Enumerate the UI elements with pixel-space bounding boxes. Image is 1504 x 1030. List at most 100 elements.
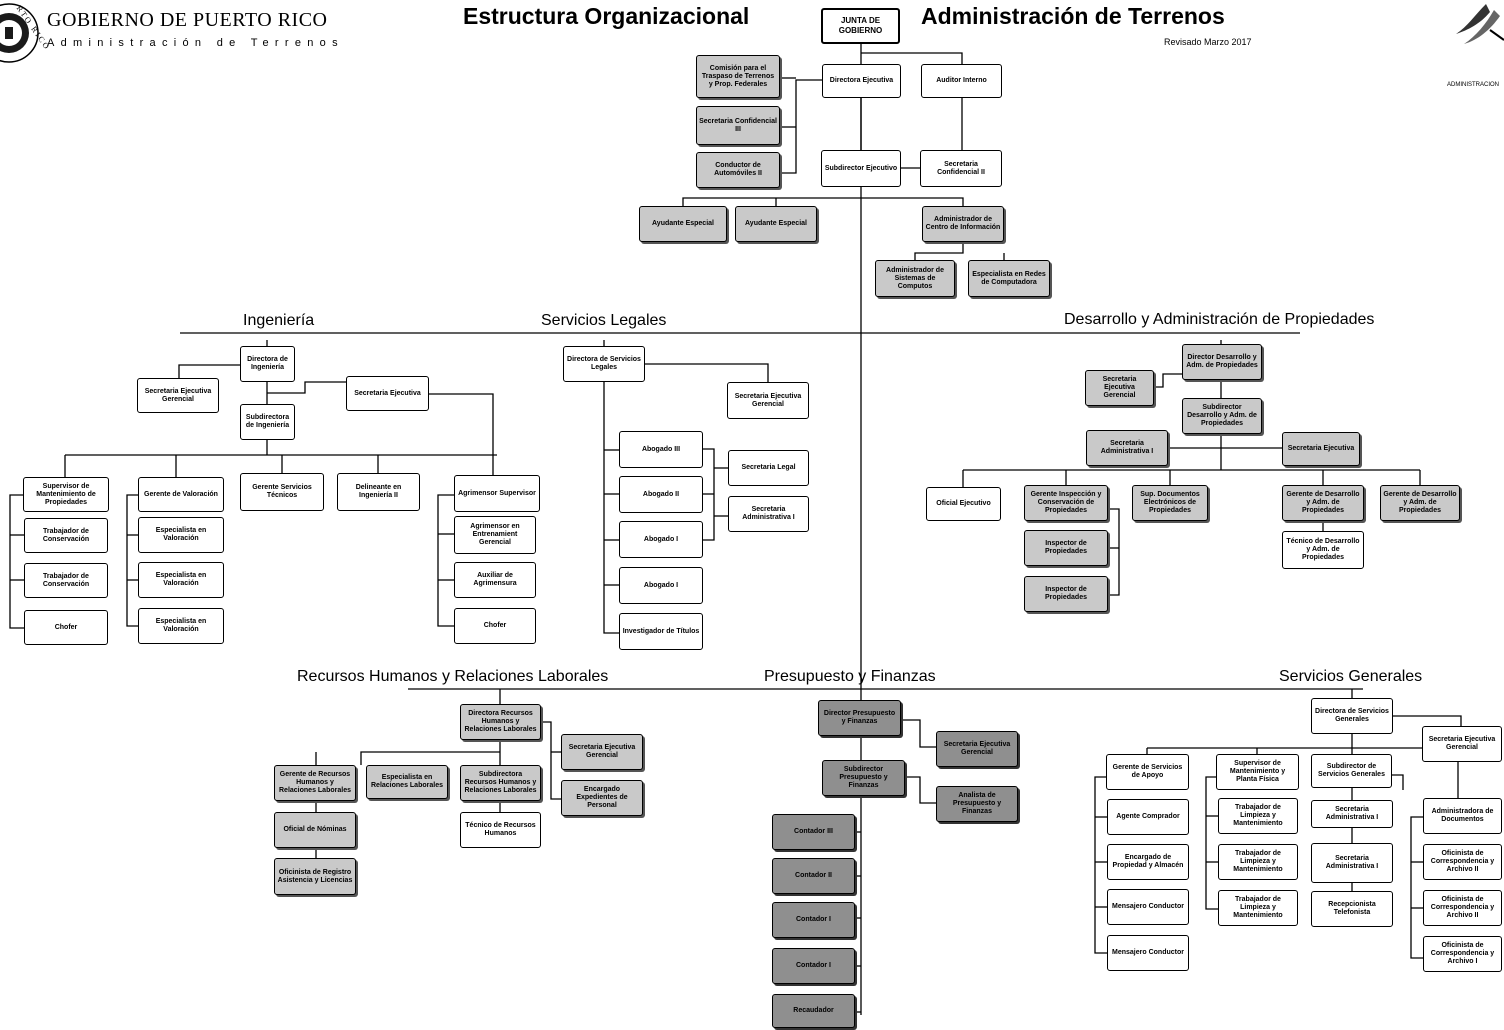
box-secretaria-administrativa-des: Secretaria Administrativa I (1086, 430, 1168, 466)
box-contador-i-2: Contador I (772, 948, 855, 984)
box-abogado-iii: Abogado III (619, 431, 703, 468)
box-agente-comprador: Agente Comprador (1107, 799, 1189, 835)
box-supervisor-mantenimiento: Supervisor de Mantenimiento de Propiedad… (23, 477, 109, 512)
box-sec-ejecutiva-gerencial-leg: Secretaria Ejecutiva Gerencial (727, 382, 809, 419)
box-auditor-interno: Auditor Interno (921, 64, 1002, 98)
box-gerente-servicios-apoyo: Gerente de Servicios de Apoyo (1106, 754, 1189, 790)
box-especialista-valoracion-1: Especialista en Valoración (138, 517, 224, 553)
box-auxiliar-agrimensura: Auxiliar de Agrimensura (454, 562, 536, 598)
box-directora-generales: Directora de Servicios Generales (1311, 698, 1393, 734)
box-trabajador-limpieza-2: Trabajador de Limpieza y Mantenimiento (1218, 844, 1298, 880)
section-presupuesto: Presupuesto y Finanzas (764, 668, 936, 685)
title-right: Administración de Terrenos (921, 3, 1225, 29)
box-trabajador-conservacion-2: Trabajador de Conservación (24, 563, 108, 598)
box-director-finanzas: Director Presupuesto y Finanzas (818, 700, 901, 736)
box-contador-iii: Contador III (772, 814, 855, 850)
box-pf-analista: Analista de Presupuesto y Finanzas (936, 786, 1018, 822)
box-gerente-servicios-tecnicos: Gerente Servicios Técnicos (240, 473, 324, 511)
section-ingenieria: Ingeniería (243, 312, 315, 329)
box-inspector-2: Inspector de Propiedades (1024, 576, 1108, 612)
box-ayudante-especial-2: Ayudante Especial (735, 206, 817, 242)
box-secretaria-confidencial-iii: Secretaria Confidencial III (696, 106, 780, 145)
box-abogado-i-2: Abogado I (619, 567, 703, 604)
agency-subtitle: Administración de Terrenos (47, 37, 344, 49)
box-mensajero-conductor-2: Mensajero Conductor (1107, 935, 1189, 971)
box-admin-documentos: Administradora de Documentos (1423, 798, 1502, 834)
box-delineante: Delineante en Ingeniería II (337, 473, 420, 511)
section-servicios-generales: Servicios Generales (1279, 668, 1423, 685)
agency-logo-icon (1456, 4, 1504, 44)
box-secretaria-administrativa-leg: Secretaria Administrativa I (728, 496, 809, 532)
box-trabajador-limpieza-3: Trabajador de Limpieza y Mantenimiento (1218, 890, 1298, 926)
box-oficial-ejecutivo: Oficial Ejecutivo (926, 487, 1001, 521)
box-sup-documentos: Sup. Documentos Electrónicos de Propieda… (1132, 485, 1208, 521)
section-desarrollo: Desarrollo y Administración de Propiedad… (1064, 311, 1375, 328)
box-especialista-redes: Especialista en Redes de Computadora (968, 260, 1050, 297)
box-sec-ejecutiva-gerencial-rh: Secretaria Ejecutiva Gerencial (561, 734, 643, 770)
box-gerente-desarrollo-1: Gerente de Desarrollo y Adm. de Propieda… (1282, 485, 1364, 521)
box-gerente-rrhh: Gerente de Recursos Humanos y Relaciones… (274, 765, 356, 801)
agency-logo-text: ADMINISTRACION (1447, 82, 1500, 88)
section-servicios-legales: Servicios Legales (541, 312, 667, 329)
box-investigador-titulos: Investigador de Títulos (619, 613, 703, 650)
box-gerente-desarrollo-2: Gerente de Desarrollo y Adm. de Propieda… (1380, 485, 1460, 521)
title-left: Estructura Organizacional (463, 3, 750, 29)
box-tecnico-rrhh: Técnico de Recursos Humanos (460, 812, 541, 848)
box-sec-ejecutiva-ing: Secretaria Ejecutiva (346, 376, 429, 411)
box-pf-secretaria-gerencial: Secretaria Ejecutiva Gerencial (936, 731, 1018, 767)
box-oficial-nominas: Oficial de Nóminas (274, 812, 356, 848)
box-especialista-relaciones: Especialista en Relaciones Laborales (366, 765, 448, 799)
box-trabajador-limpieza-1: Trabajador de Limpieza y Mantenimiento (1218, 798, 1298, 834)
box-especialista-valoracion-3: Especialista en Valoración (138, 608, 224, 644)
box-directora-rrhh: Directora Recursos Humanos y Relaciones … (460, 704, 541, 740)
government-name: GOBIERNO DE PUERTO RICO (47, 9, 328, 31)
box-encargado-expedientes: Encargado Expedientes de Personal (561, 780, 643, 816)
box-admin-sistemas: Administrador de Sistemas de Computos (875, 260, 955, 297)
box-secretaria-administrativa-gen-2: Secretaria Administrativa I (1311, 843, 1393, 883)
revision-date: Revisado Marzo 2017 (1164, 37, 1252, 47)
box-oficinista-correspondencia-1: Oficinista de Correspondencia y Archivo … (1423, 844, 1502, 880)
box-recaudador: Recaudador (772, 994, 855, 1028)
box-sec-ejecutiva-gerencial-gen: Secretaria Ejecutiva Gerencial (1422, 726, 1502, 762)
box-oficinista-correspondencia-3: Oficinista de Correspondencia y Archivo … (1423, 936, 1502, 972)
box-subdirector-ejecutivo: Subdirector Ejecutivo (821, 150, 901, 187)
box-secretaria-legal: Secretaria Legal (728, 450, 809, 486)
box-directora-ingenieria: Directora de Ingeniería (240, 346, 295, 382)
box-secretaria-administrativa-gen-1: Secretaria Administrativa I (1311, 800, 1393, 828)
box-encargado-propiedad: Encargado de Propiedad y Almacén (1107, 844, 1189, 880)
box-junta-gobierno: JUNTA DE GOBIERNO (821, 8, 900, 44)
box-trabajador-conservacion-1: Trabajador de Conservación (24, 518, 108, 553)
box-supervisor-planta: Supervisor de Mantenimiento y Planta Fís… (1216, 754, 1299, 790)
box-oficinista-registro: Oficinista de Registro Asistencia y Lice… (274, 858, 356, 895)
section-recursos-humanos: Recursos Humanos y Relaciones Laborales (297, 668, 609, 685)
box-directora-ejecutiva: Directora Ejecutiva (822, 64, 901, 98)
box-conductor-automoviles: Conductor de Automóviles II (696, 152, 780, 188)
box-chofer-ing-1: Chofer (24, 610, 108, 645)
box-sec-ejecutiva-gerencial-ing: Secretaria Ejecutiva Gerencial (137, 378, 219, 413)
box-chofer-ing-2: Chofer (454, 608, 536, 644)
box-agrimensor-supervisor: Agrimensor Supervisor (454, 475, 540, 512)
box-ayudante-especial-1: Ayudante Especial (639, 206, 727, 242)
box-subdirectora-rrhh: Subdirectora Recursos Humanos y Relacion… (460, 765, 541, 801)
box-subdirectora-ingenieria: Subdirectora de Ingeniería (240, 404, 295, 440)
box-sec-ejecutiva-gerencial-des: Secretaria Ejecutiva Gerencial (1085, 370, 1154, 406)
puerto-rico-seal-icon (0, 3, 39, 63)
box-gerente-inspeccion: Gerente Inspección y Conservación de Pro… (1024, 485, 1108, 521)
box-tecnico-desarrollo: Técnico de Desarrollo y Adm. de Propieda… (1282, 531, 1364, 569)
box-oficinista-correspondencia-2: Oficinista de Correspondencia y Archivo … (1423, 890, 1502, 926)
box-agrimensor-entrenamiento: Agrimensor en Entrenamient Gerencial (454, 516, 536, 554)
box-director-desarrollo: Director Desarrollo y Adm. de Propiedade… (1182, 344, 1262, 380)
box-abogado-ii: Abogado II (619, 476, 703, 513)
box-subdirector-generales: Subdirector de Servicios Generales (1311, 754, 1392, 788)
box-subdirector-desarrollo: Subdirector Desarrollo y Adm. de Propied… (1182, 398, 1262, 434)
box-subdirector-finanzas: Subdirector Presupuesto y Finanzas (822, 760, 905, 796)
box-gerente-valoracion: Gerente de Valoración (138, 477, 224, 512)
box-inspector-1: Inspector de Propiedades (1024, 530, 1108, 566)
box-comision-traspaso: Comisión para el Traspaso de Terrenos y … (696, 55, 780, 98)
box-secretaria-ejecutiva-des: Secretaria Ejecutiva (1282, 432, 1360, 466)
box-contador-i-1: Contador I (772, 902, 855, 938)
box-especialista-valoracion-2: Especialista en Valoración (138, 562, 224, 598)
box-mensajero-conductor-1: Mensajero Conductor (1107, 889, 1189, 925)
box-directora-legales: Directora de Servicios Legales (563, 346, 645, 382)
